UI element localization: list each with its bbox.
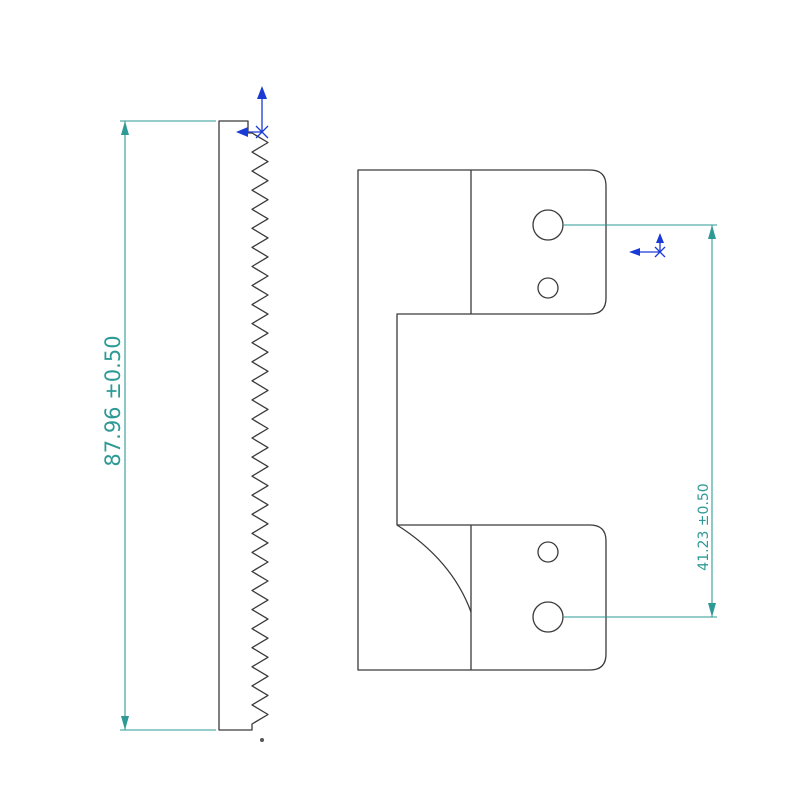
coordinate-axis-triad-icon: [236, 86, 269, 139]
coordinate-axis-triad-icon: [629, 233, 666, 258]
lower-small-hole: [537, 541, 559, 563]
bracket-plate-view: [357, 169, 607, 671]
upper-small-hole: [537, 277, 559, 299]
hole-spacing-dimension: 41.23 ±0.50: [563, 224, 717, 618]
overall-length-label: 87.96 ±0.50: [101, 335, 125, 466]
curved-fillet-edge: [396, 524, 472, 613]
overall-length-dimension: 87.96 ±0.50: [101, 120, 216, 731]
lower-large-hole: [532, 601, 564, 633]
rack-end-point-marker: [260, 738, 264, 742]
bracket-outline: [357, 169, 607, 671]
rack-strip-outline: [218, 120, 269, 731]
rack-strip-view: [218, 120, 269, 742]
upper-large-hole: [532, 209, 564, 241]
hole-spacing-label: 41.23 ±0.50: [696, 483, 712, 570]
